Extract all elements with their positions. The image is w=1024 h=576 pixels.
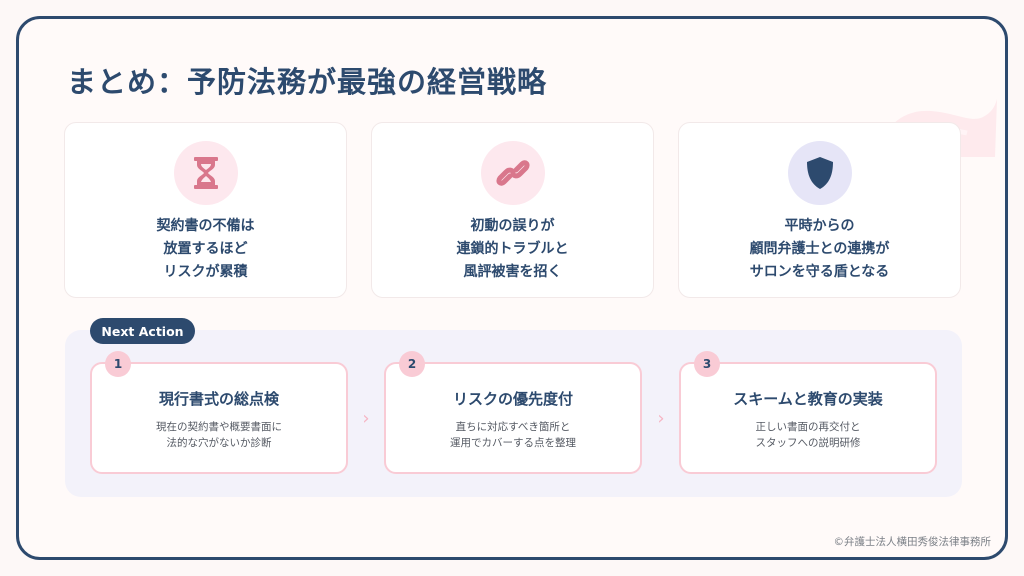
icon-circle [480, 141, 545, 205]
step-title: スキームと教育の実装 [733, 390, 883, 408]
card-text: 初動の誤りが 連鎖的トラブルと 風評被害を招く [372, 215, 653, 284]
summary-card-contract-risk: 契約書の不備は 放置するほど リスクが累積 [64, 122, 347, 298]
step-number-badge: 1 [105, 351, 131, 377]
step-card-2: 2 リスクの優先度付 直ちに対応すべき箇所と 運用でカバーする点を整理 [384, 351, 642, 474]
card-line: 連鎖的トラブルと [456, 241, 569, 257]
summary-card-advisor-partnership: 平時からの 顧問弁護士との連携が サロンを守る盾となる [678, 122, 961, 298]
step-number-badge: 3 [694, 351, 720, 377]
icon-circle [173, 141, 238, 205]
card-line: 風評被害を招く [463, 264, 562, 280]
step-description: 正しい書面の再交付と スタッフへの説明研修 [681, 419, 935, 451]
copyright-footer: ©弁護士法人横田秀俊法律事務所 [833, 536, 992, 548]
shield-icon [806, 157, 833, 189]
card-line: 平時からの [784, 218, 855, 234]
card-line: 契約書の不備は [156, 218, 255, 234]
step-desc-line: 運用でカバーする点を整理 [450, 437, 576, 449]
icon-circle [787, 141, 852, 205]
slide-frame: まとめ：予防法務が最強の経営戦略 契約書の不備は 放置するほど リスクが累積 [16, 16, 1008, 560]
summary-card-initial-response: 初動の誤りが 連鎖的トラブルと 風評被害を招く [371, 122, 654, 298]
card-text: 契約書の不備は 放置するほど リスクが累積 [65, 215, 346, 284]
hourglass-icon [193, 157, 218, 189]
step-desc-line: 法的な穴がないか診断 [166, 437, 272, 449]
card-line: サロンを守る盾となる [749, 264, 890, 280]
link-icon [495, 160, 530, 186]
step-card-3: 3 スキームと教育の実装 正しい書面の再交付と スタッフへの説明研修 [679, 351, 937, 474]
step-card-1: 1 現行書式の総点検 現在の契約書や概要書面に 法的な穴がないか診断 [90, 351, 348, 474]
step-desc-line: 直ちに対応すべき箇所と [455, 421, 571, 433]
card-line: 初動の誤りが [470, 218, 555, 234]
step-desc-line: 正しい書面の再交付と [755, 421, 861, 433]
step-description: 直ちに対応すべき箇所と 運用でカバーする点を整理 [386, 419, 640, 451]
step-description: 現在の契約書や概要書面に 法的な穴がないか診断 [92, 419, 346, 451]
next-action-badge: Next Action [90, 318, 195, 344]
step-title: リスクの優先度付 [452, 390, 573, 408]
chevron-right-icon: › [657, 408, 665, 429]
card-line: 放置するほど [163, 241, 248, 257]
card-line: 顧問弁護士との連携が [749, 241, 890, 257]
page-title: まとめ：予防法務が最強の経営戦略 [67, 65, 548, 99]
step-number-badge: 2 [399, 351, 425, 377]
step-title: 現行書式の総点検 [158, 390, 279, 408]
card-line: リスクが累積 [163, 264, 248, 280]
chevron-right-icon: › [362, 408, 370, 429]
card-text: 平時からの 顧問弁護士との連携が サロンを守る盾となる [679, 215, 960, 284]
step-desc-line: スタッフへの説明研修 [755, 437, 861, 449]
step-desc-line: 現在の契約書や概要書面に [156, 421, 282, 433]
